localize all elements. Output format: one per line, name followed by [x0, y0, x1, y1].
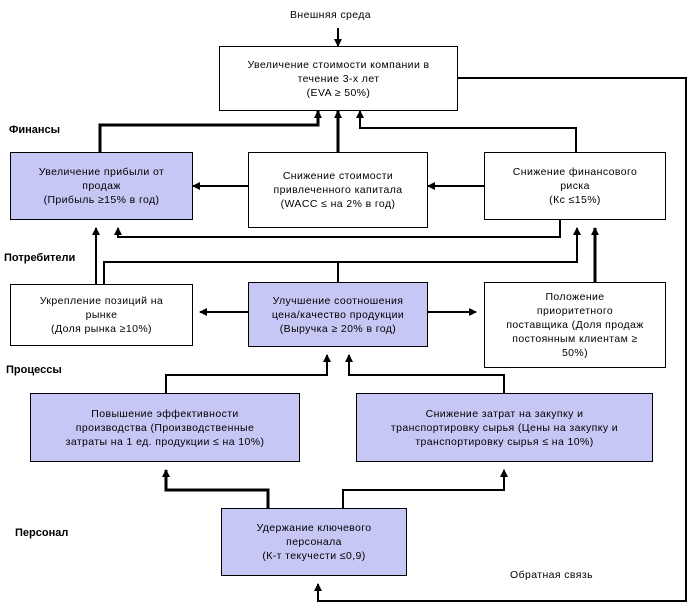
box-staff-retention: Удержание ключевого персонала (К-т текуч… — [221, 508, 407, 576]
box-capital-cost-line-2: привлеченного капитала — [273, 184, 403, 196]
box-price-quality-line-3: (Выручка ≥ 20% в год) — [279, 322, 397, 335]
box-procurement-costs: Снижение затрат на закупку и транспортир… — [356, 393, 653, 462]
box-price-quality-line-1: Улучшение соотношения — [272, 294, 404, 307]
box-company-value-line-2: течение 3-х лет — [297, 72, 380, 85]
box-staff-retention-line-2: персонала — [286, 536, 342, 548]
box-priority-supplier-line-1: Положение — [545, 291, 605, 303]
box-staff-retention-line-1: Удержание ключевого — [256, 522, 372, 534]
box-capital-cost-line-3: (WACC ≤ на 2% в год) — [280, 198, 396, 210]
box-market-position-line-1: Укрепление позиций на — [39, 295, 164, 307]
box-production-efficiency-line-1: Повышение эффективности — [91, 407, 239, 420]
box-production-efficiency: Повышение эффективности производства (Пр… — [30, 393, 300, 462]
box-price-quality: Улучшение соотношения цена/качество прод… — [248, 282, 428, 347]
box-production-efficiency-line-3: затраты на 1 ед. продукции ≤ на 10%) — [65, 435, 265, 448]
box-price-quality-line-2: цена/качество продукции — [271, 308, 405, 321]
box-company-value-line-1: Увеличение стоимости компании в — [247, 58, 430, 71]
box-production-efficiency-line-2: производства (Производственные — [75, 421, 255, 434]
box-company-value: Увеличение стоимости компании в течение … — [219, 46, 458, 111]
arrow-costs-to-price — [345, 354, 505, 393]
box-sales-profit-line-2: продаж — [82, 180, 121, 192]
arrow-profit-to-value — [98, 110, 322, 152]
box-procurement-costs-line-3: транспортировку сырья ≤ на 10%) — [415, 435, 594, 448]
arrow-staff-to-efficiency — [162, 469, 270, 508]
box-financial-risk-line-3: (Кс ≤15%) — [549, 194, 601, 206]
box-priority-supplier-line-5: 50%) — [561, 347, 589, 359]
box-staff-retention-line-3: (К-т текучести ≤0,9) — [262, 550, 366, 562]
box-sales-profit-line-1: Увеличение прибыли от — [38, 166, 165, 178]
box-market-position: Укрепление позиций на рынке (Доля рынка … — [10, 284, 193, 346]
box-priority-supplier-line-3: поставщика (Доля продаж — [506, 319, 644, 331]
box-priority-supplier-line-4: постоянным клиентам ≥ — [512, 333, 638, 345]
box-priority-supplier: Положение приоритетного поставщика (Доля… — [484, 282, 666, 368]
external-environment-label: Внешняя среда — [290, 9, 372, 21]
box-procurement-costs-line-1: Снижение затрат на закупку и — [425, 407, 584, 420]
arrow-efficiency-to-price — [165, 354, 331, 393]
box-sales-profit: Увеличение прибыли от продаж (Прибыль ≥1… — [10, 152, 193, 220]
box-financial-risk-line-1: Снижение финансового — [512, 166, 638, 178]
box-financial-risk: Снижение финансового риска (Кс ≤15%) — [484, 152, 666, 220]
arrow-staff-to-costs — [342, 469, 508, 508]
section-processes-label: Процессы — [6, 364, 62, 376]
feedback-label: Обратная связь — [510, 569, 593, 581]
box-company-value-line-3: (EVA ≥ 50%) — [306, 86, 371, 99]
arrow-feedback-loop — [314, 77, 687, 602]
section-finance-label: Финансы — [9, 124, 61, 136]
box-market-position-line-2: рынке — [85, 309, 118, 321]
arrow-price-to-profit-risk — [103, 228, 577, 284]
arrow-risk-to-value — [356, 110, 577, 152]
box-financial-risk-line-2: риска — [560, 180, 590, 192]
section-customers-label: Потребители — [4, 252, 76, 264]
box-market-position-line-3: (Доля рынка ≥10%) — [51, 323, 152, 335]
arrow-risk-to-profit — [114, 220, 561, 238]
box-priority-supplier-line-2: приоритетного — [536, 305, 614, 317]
box-capital-cost: Снижение стоимости привлеченного капитал… — [248, 152, 428, 228]
box-capital-cost-line-1: Снижение стоимости — [282, 170, 394, 182]
box-procurement-costs-line-2: транспортировку сырья (Цены на закупку и — [390, 421, 619, 434]
section-personnel-label: Персонал — [15, 527, 69, 539]
box-sales-profit-line-3: (Прибыль ≥15% в год) — [43, 194, 160, 206]
